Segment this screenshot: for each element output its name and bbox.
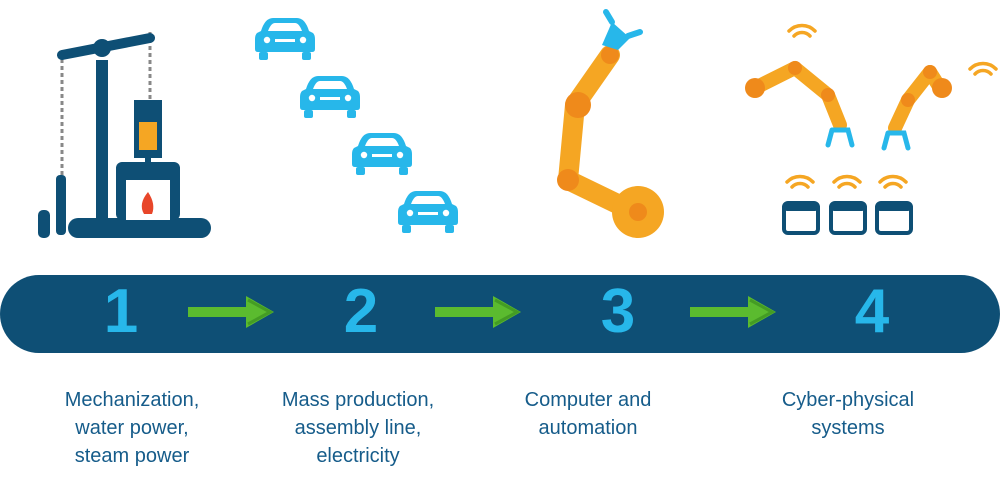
stage-number: 3: [600, 277, 636, 346]
illustrations: [38, 9, 998, 238]
stage-caption: Mass production, assembly line, electric…: [281, 389, 435, 467]
stage-caption: Cyber-physical systems: [781, 389, 915, 439]
robot-arm-icon: [557, 9, 664, 238]
assembly-line-cars-icon: [255, 18, 458, 233]
steam-engine-icon: [38, 32, 211, 238]
arrow-right-icon: [435, 296, 521, 328]
arrow-right-icon: [188, 296, 274, 328]
stage-number: 1: [103, 277, 139, 346]
stage-caption: Mechanization, water power, steam power: [64, 389, 200, 467]
arrow-right-icon: [690, 296, 776, 328]
stage-number: 2: [343, 277, 379, 346]
connected-robots-icon: [745, 23, 998, 235]
stage-caption: Computer and automation: [524, 389, 652, 439]
stage-number: 4: [854, 277, 890, 346]
